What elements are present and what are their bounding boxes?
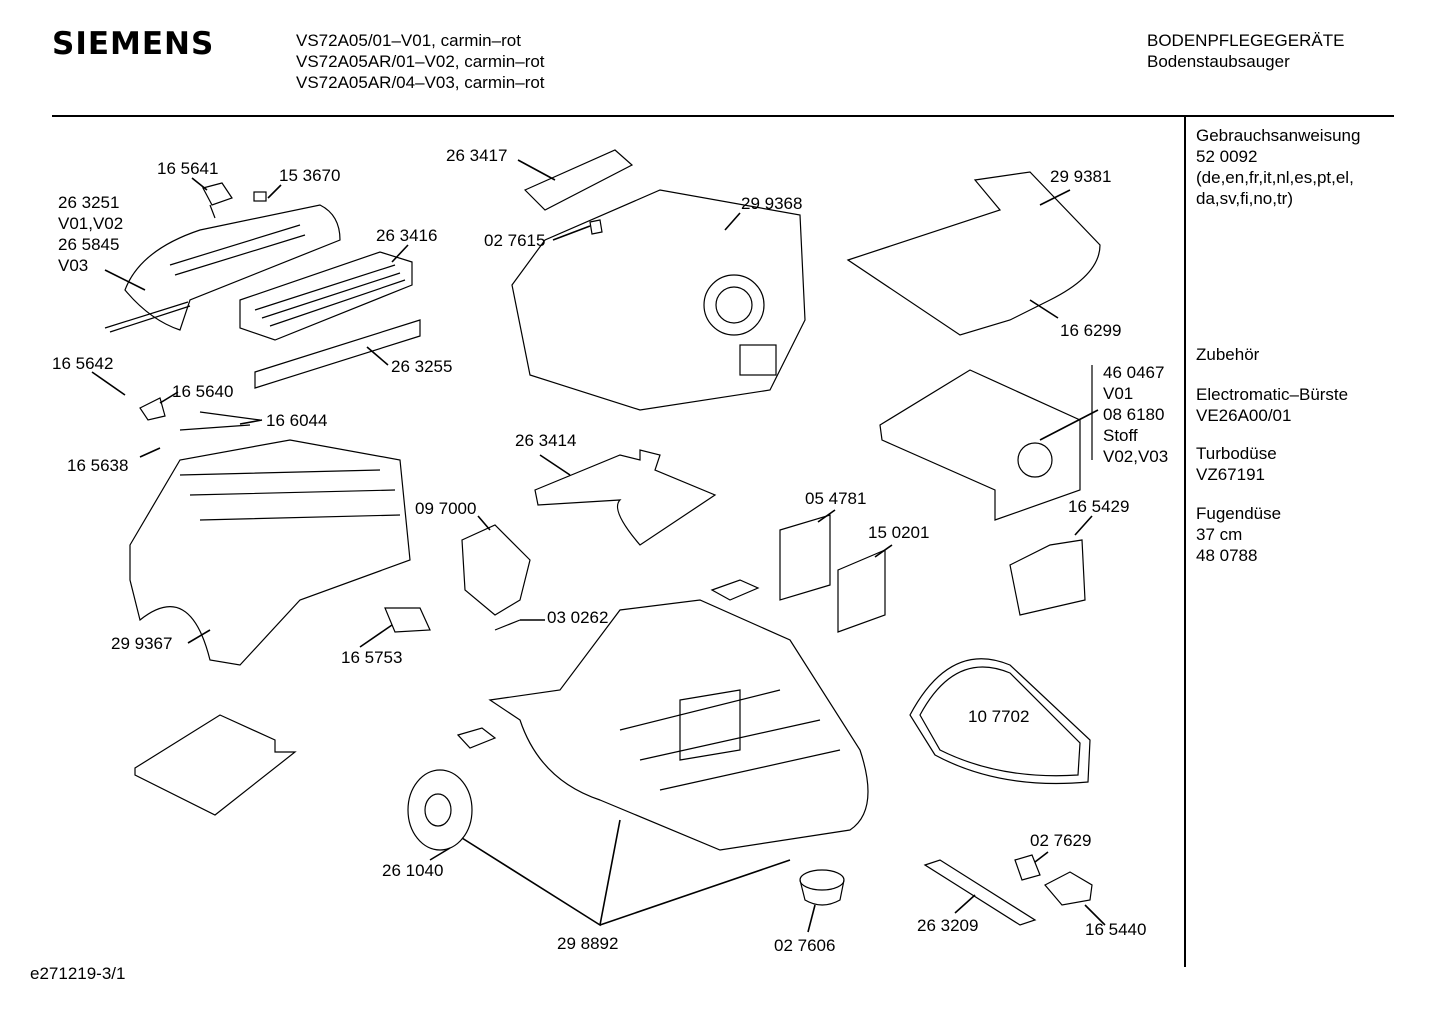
part-label-group: 46 0467 V01 08 6180 Stoff V02,V03	[1103, 362, 1168, 467]
manual-languages: (de,en,fr,it,nl,es,pt,el,	[1196, 168, 1354, 187]
part-label: 29 9381	[1050, 167, 1112, 186]
accessory-item: Fugendüse 37 cm 48 0788	[1196, 503, 1281, 566]
part-label: V01,V02	[58, 214, 124, 233]
accessory-name: Electromatic–Bürste	[1196, 385, 1349, 404]
part-label: 46 0467	[1103, 363, 1165, 382]
part-label: 16 6299	[1060, 321, 1122, 340]
part-label: 02 7629	[1030, 831, 1092, 850]
part-label: 03 0262	[547, 608, 609, 627]
part-label: 29 9368	[741, 194, 803, 213]
foam-pad-part	[134, 714, 297, 816]
accessory-item: Turbodüse VZ67191	[1196, 443, 1277, 485]
part-label: 26 5845	[58, 235, 120, 254]
upper-housing-part	[511, 189, 806, 411]
manual-number: 52 0092	[1196, 147, 1258, 166]
accessories-title: Zubehör	[1196, 345, 1260, 364]
lid-flap-part	[523, 149, 634, 211]
accessory-name: Fugendüse	[1196, 504, 1282, 523]
dust-bag-part	[879, 369, 1081, 521]
part-label: 26 3255	[391, 357, 453, 376]
siemens-logo: SIEMENS	[52, 26, 215, 62]
part-label: 16 5440	[1085, 920, 1147, 939]
part-label: 29 9367	[111, 634, 173, 653]
part-label: V02,V03	[1103, 447, 1169, 466]
part-label: 16 5638	[67, 456, 129, 475]
category-block: BODENPFLEGEGERÄTE Bodenstaubsauger	[1147, 30, 1344, 72]
filter-grille-part	[239, 251, 413, 341]
accessory-item: Electromatic–Bürste VE26A00/01	[1196, 384, 1348, 426]
rod-part	[104, 301, 191, 333]
model-line: VS72A05AR/04–V03, carmin–rot	[296, 73, 545, 92]
chassis-part	[129, 439, 411, 666]
category-subtitle: Bodenstaubsauger	[1147, 52, 1290, 71]
bag-holder-part	[1009, 539, 1086, 616]
filter-sheet-part	[837, 549, 886, 633]
part-label: 02 7615	[484, 231, 546, 250]
base-housing-part	[488, 599, 869, 851]
part-label-group: 26 3251 V01,V02 26 5845 V03	[58, 192, 123, 276]
accessory-code: VE26A00/01	[1196, 406, 1292, 425]
wheel-part	[407, 769, 473, 851]
model-list: VS72A05/01–V01, carmin–rot VS72A05AR/01–…	[296, 30, 545, 93]
small-tab-part	[589, 219, 603, 235]
part-label: 09 7000	[415, 499, 477, 518]
part-label: 16 5753	[341, 648, 403, 667]
bag-lid-part	[846, 171, 1101, 336]
part-label: 16 5642	[52, 354, 114, 373]
drawing-code: e271219-3/1	[30, 964, 126, 983]
part-label: 02 7606	[774, 936, 836, 955]
category-title: BODENPFLEGEGERÄTE	[1147, 31, 1345, 50]
motor-mount-part	[461, 524, 531, 616]
slider-part	[1044, 871, 1093, 906]
foam-strip-part	[710, 579, 760, 601]
accessory-size: 37 cm	[1196, 525, 1243, 544]
rail-part	[923, 859, 1037, 926]
filter-sheet-part	[779, 514, 831, 601]
part-label: V01	[1103, 384, 1134, 403]
manual-info: Gebrauchsanweisung 52 0092 (de,en,fr,it,…	[1196, 125, 1360, 209]
manual-languages: da,sv,fi,no,tr)	[1196, 189, 1293, 208]
cover-plate-part	[534, 449, 717, 546]
part-label: 05 4781	[805, 489, 867, 508]
accessory-code: 48 0788	[1196, 546, 1258, 565]
accessory-code: VZ67191	[1196, 465, 1265, 484]
part-label: 08 6180	[1103, 405, 1165, 424]
part-label: 26 3414	[515, 431, 577, 450]
part-label: 16 5641	[157, 159, 219, 178]
part-label: 26 3209	[917, 916, 979, 935]
model-line: VS72A05/01–V01, carmin–rot	[296, 31, 521, 50]
sidebar-divider	[1184, 115, 1186, 967]
button-part	[202, 182, 233, 219]
foam-block-part	[456, 727, 497, 749]
part-label: 26 3416	[376, 226, 438, 245]
part-label: V03	[58, 256, 89, 275]
small-block-part	[253, 191, 267, 202]
manual-title: Gebrauchsanweisung	[1196, 126, 1361, 145]
part-label: 16 5640	[172, 382, 234, 401]
accessory-name: Turbodüse	[1196, 444, 1277, 463]
part-label: 26 1040	[382, 861, 444, 880]
filter-mat-part	[254, 319, 421, 389]
bracket-part	[384, 607, 431, 633]
part-label: 16 6044	[266, 411, 328, 430]
part-label: 26 3417	[446, 146, 508, 165]
part-label: 15 0201	[868, 523, 930, 542]
clip-part	[139, 397, 166, 421]
header-divider	[52, 115, 1394, 117]
part-label: 29 8892	[557, 934, 619, 953]
gasket-part	[909, 658, 1091, 785]
castor-part	[799, 869, 845, 891]
part-label: 26 3251	[58, 193, 120, 212]
part-label: Stoff	[1103, 426, 1138, 445]
part-label: 16 5429	[1068, 497, 1130, 516]
model-line: VS72A05AR/01–V02, carmin–rot	[296, 52, 545, 71]
part-label: 10 7702	[968, 707, 1030, 726]
wire-part	[179, 411, 261, 431]
latch-part	[1014, 854, 1041, 881]
part-label: 15 3670	[279, 166, 341, 185]
